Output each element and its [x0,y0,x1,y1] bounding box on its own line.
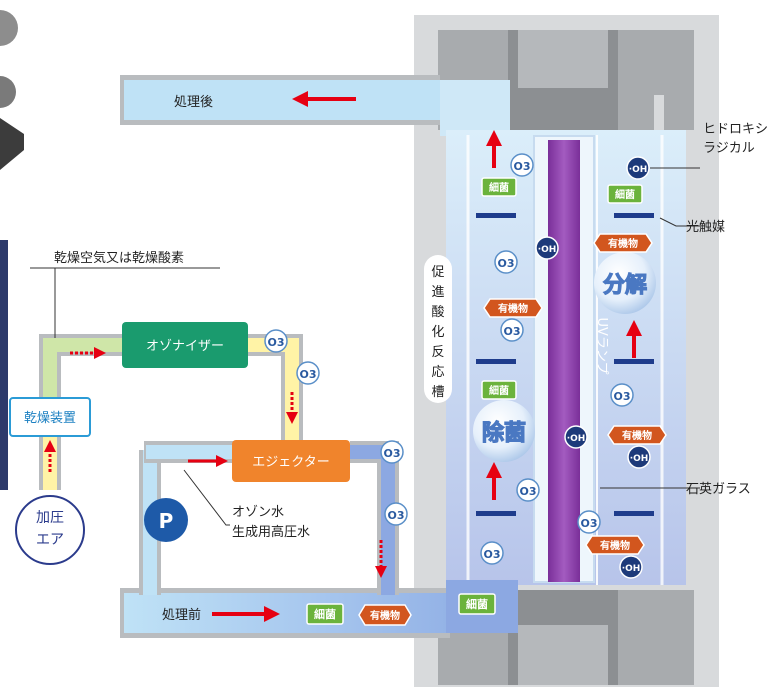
organic-badge: 有機物 [358,604,412,626]
svg-text:·OH: ·OH [629,165,648,175]
ozone-badge: O3 [500,318,524,342]
svg-text:化: 化 [431,325,444,340]
ozone-badge: O3 [494,250,518,274]
bacteria-badge: 細菌 [481,177,517,197]
after-treatment-label: 処理後 [174,95,213,110]
svg-text:·OH: ·OH [622,564,641,574]
photocatalyst-bars [476,213,654,516]
reaction-tank-pill [424,255,452,403]
pump-label: P [159,509,174,533]
svg-text:·OH: ·OH [538,245,557,255]
svg-text:反: 反 [431,345,444,360]
svg-text:O3: O3 [519,485,536,498]
dryer-label: 乾燥装置 [24,411,76,426]
photocatalyst-label: 光触媒 [686,220,725,235]
oh-badge: ·OH [619,555,643,579]
reaction-tank-label: 促 進 酸 化 反 応 槽 [431,265,444,400]
ozone-badge: O3 [510,153,534,177]
bacteria-badge: 細菌 [481,380,517,400]
svg-text:O3: O3 [513,160,530,173]
organic-badge: 有機物 [483,298,543,318]
svg-text:有機物: 有機物 [608,237,638,250]
svg-text:有機物: 有機物 [370,609,400,622]
organic-badge: 有機物 [585,535,645,555]
oh-badge: ·OH [627,445,651,469]
ozone-gas-line [248,334,303,440]
leader-lines [30,167,700,526]
decompose-bubble [594,252,656,314]
svg-text:O3: O3 [267,336,284,349]
oh-badge: ·OH [535,236,559,260]
ejector-label: エジェクター [252,455,329,470]
ozone-badge: O3 [380,440,404,464]
hydroxyl-label-1: ヒドロキシ [703,122,768,137]
svg-text:細菌: 細菌 [314,607,336,621]
svg-text:O3: O3 [483,548,500,561]
organic-badge: 有機物 [607,425,667,445]
uv-lamp-label: UVランプ [594,317,609,374]
bacteria-badge: 細菌 [306,603,344,625]
svg-text:O3: O3 [387,509,404,522]
svg-text:応: 応 [431,365,444,380]
decompose-label: 分解 [603,272,647,298]
svg-text:細菌: 細菌 [615,188,635,201]
quartz-glass-label: 石英ガラス [686,482,751,497]
svg-text:細菌: 細菌 [489,181,509,194]
dry-air-label: 乾燥空気又は乾燥酸素 [54,250,184,266]
svg-text:O3: O3 [383,447,400,460]
pump-circle [144,498,188,542]
bacteria-badge: 細菌 [607,184,643,204]
ozone-badge: O3 [577,510,601,534]
svg-text:進: 進 [431,285,444,300]
svg-text:O3: O3 [497,257,514,270]
ozone-badge: O3 [480,541,504,565]
ozone-water-label-2: 生成用高圧水 [232,524,310,540]
flow-arrows [44,91,642,622]
hydroxyl-label-2: ラジカル [703,141,755,156]
ozonizer-box [122,322,248,368]
svg-text:O3: O3 [580,517,597,530]
ozone-badge: O3 [516,478,540,502]
svg-text:細菌: 細菌 [466,597,488,611]
svg-text:O3: O3 [503,325,520,338]
svg-text:促: 促 [431,265,444,280]
before-treatment-label: 処理前 [162,607,201,623]
ozone-badges: O3 O3 O3 O3 O3 O3 O3 O3 O3 O3 O3 [264,153,634,565]
ozone-badge: O3 [264,329,288,353]
svg-text:有機物: 有機物 [498,302,528,315]
ozone-badge: O3 [610,383,634,407]
svg-text:有機物: 有機物 [622,429,652,442]
oh-badge: ·OH [626,156,650,180]
ozone-badge: O3 [384,502,408,526]
svg-text:酸: 酸 [431,305,444,320]
organic-badges: 有機物 有機物 有機物 有機物 有機物 [358,233,667,626]
svg-text:O3: O3 [299,368,316,381]
oh-badges: ·OH ·OH ·OH ·OH ·OH [535,156,651,579]
pressurized-air-label-1: 加圧 [36,510,64,526]
organic-badge: 有機物 [593,233,653,253]
ozone-badge: O3 [296,361,320,385]
svg-text:槽: 槽 [431,385,444,400]
ozone-water-label-1: オゾン水 [232,505,284,520]
sterilize-label: 除菌 [482,420,526,446]
bacteria-badge: 細菌 [458,593,496,615]
sterilize-bubble [473,400,535,462]
pressurized-air-label-2: エア [36,532,64,548]
svg-text:O3: O3 [613,390,630,403]
svg-text:·OH: ·OH [630,454,649,464]
dryer-box [9,397,91,437]
ozonizer-label: オゾナイザー [146,339,224,354]
svg-text:細菌: 細菌 [489,384,509,397]
partial-equipment [0,10,24,490]
uv-lamp [548,140,580,582]
ejector-box [232,440,350,482]
pressurized-air-circle [15,495,85,565]
oh-badge: ·OH [564,425,588,449]
svg-text:有機物: 有機物 [600,539,630,552]
bacteria-badges: 細菌 細菌 細菌 細菌 細菌 [306,177,643,625]
svg-text:·OH: ·OH [567,434,586,444]
